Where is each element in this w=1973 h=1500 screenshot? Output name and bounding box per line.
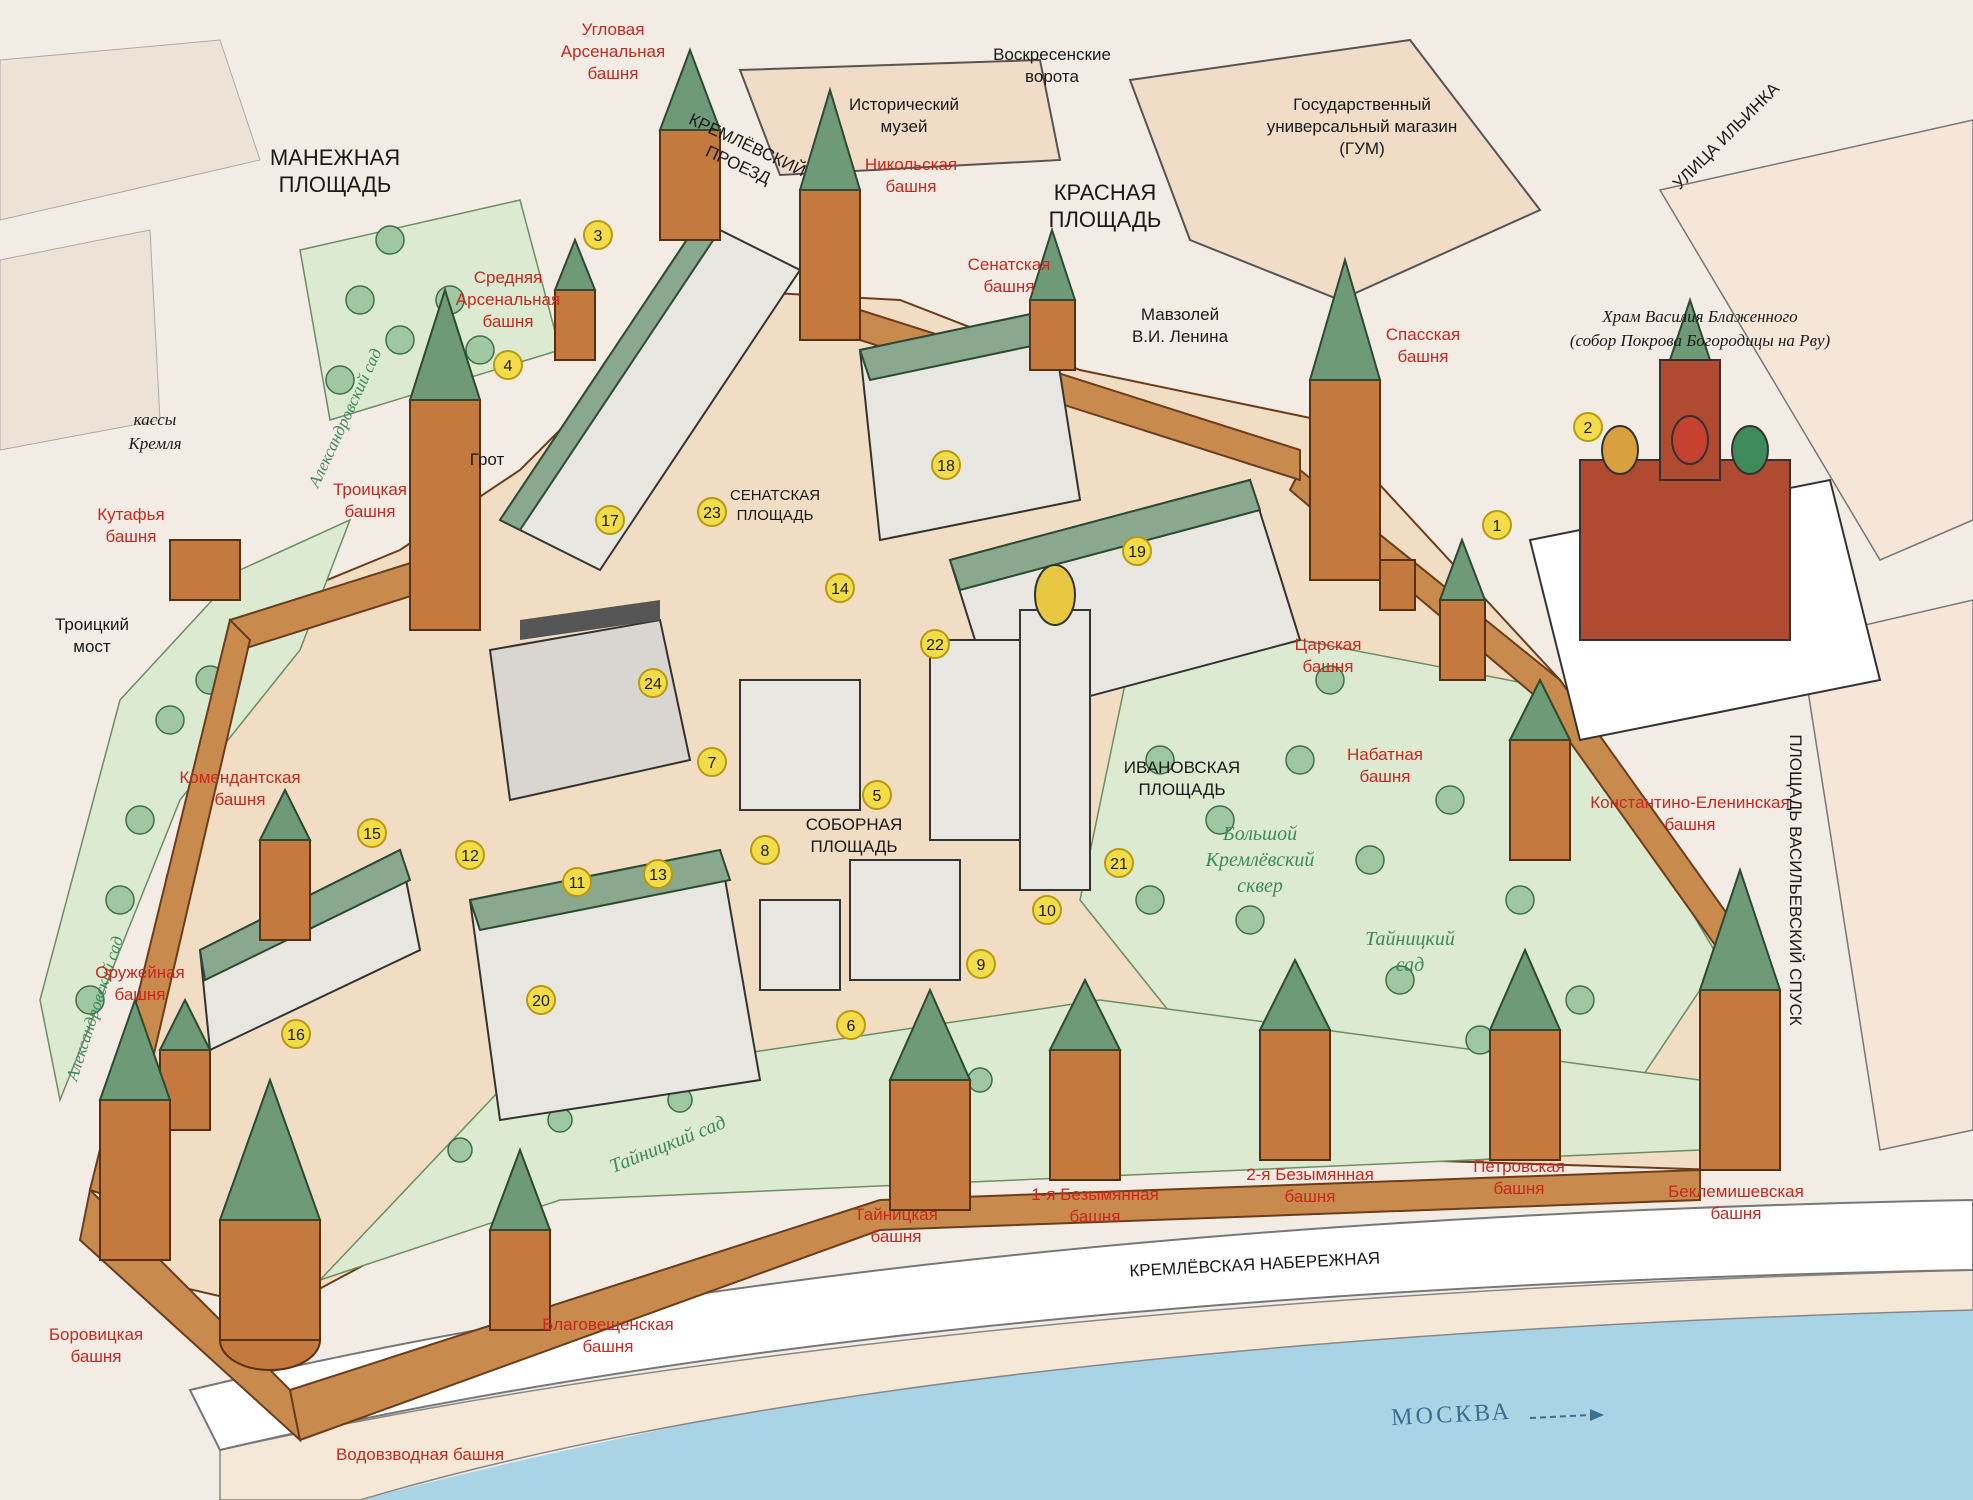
river-flow-arrowhead [1590,1409,1604,1421]
marker-14: 14 [831,581,849,598]
marker-23: 23 [703,505,721,522]
towers [98,47,1782,1371]
label-hram: Храм Василия Блаженного(собор Покрова Бо… [1570,307,1831,350]
marker-16: 16 [287,1027,305,1044]
river-flow-arrow [1529,1414,1591,1419]
marker-3: 3 [594,228,603,245]
markers: 1 2 3 4 6 5 7 8 9 10 11 12 13 14 15 16 1… [281,220,1603,1049]
marker-10: 10 [1038,903,1056,920]
marker-17: 17 [601,513,619,530]
marker-13: 13 [649,867,667,884]
marker-4: 4 [504,358,513,375]
moskva-river [219,1269,1973,1500]
trees [75,225,1595,1163]
marker-24: 24 [644,676,662,693]
marker-12: 12 [461,848,479,865]
label-vodovzvodnaya: Водовзводная башня [336,1445,504,1464]
marker-2: 2 [1584,420,1593,437]
marker-6: 6 [847,1018,856,1035]
marker-11: 11 [569,875,586,892]
marker-5: 5 [873,788,882,805]
marker-8: 8 [761,843,770,860]
label-grot: Грот [470,450,505,469]
marker-20: 20 [532,993,550,1010]
marker-1: 1 [1493,518,1502,535]
marker-7: 7 [708,755,717,772]
label-moskva: МОСКВА [1391,1399,1513,1431]
marker-9: 9 [977,957,986,974]
marker-18: 18 [937,458,955,475]
marker-22: 22 [926,637,944,654]
st-basils-cathedral [1528,296,1882,742]
marker-15: 15 [363,826,381,843]
label-ploshchad-vasilyevsky: ПЛОЩАДЬ ВАСИЛЬЕВСКИЙ СПУСК [1786,734,1805,1025]
marker-21: 21 [1110,856,1128,873]
marker-19: 19 [1128,544,1146,561]
